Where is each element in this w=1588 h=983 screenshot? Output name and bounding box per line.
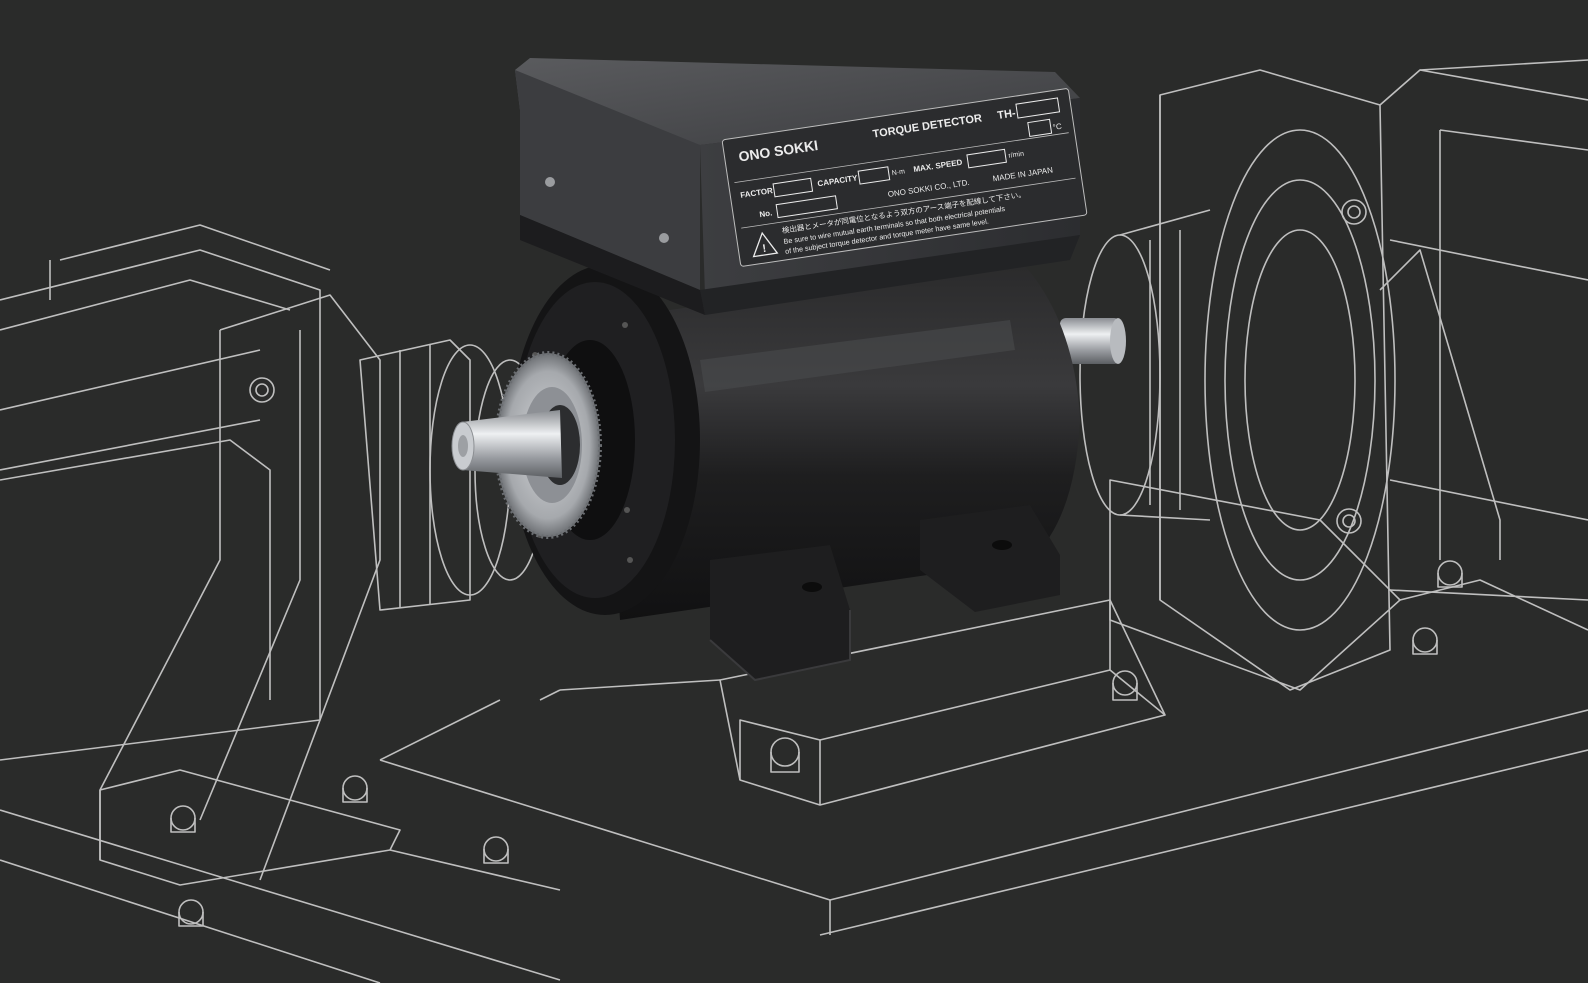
nameplate-capacity-unit: N·m: [891, 168, 905, 177]
factor-field: [772, 177, 814, 198]
test-bench-outline: [0, 59, 1588, 983]
nameplate-degree-unit: °C: [1052, 122, 1062, 132]
nameplate-serial-label: No.: [759, 208, 773, 219]
nameplate-speed-unit: r/min: [1008, 151, 1025, 160]
nameplate-model-prefix: TH-: [997, 107, 1017, 122]
torque-detector: ONO SOKKI TORQUE DETECTOR TH- °C FACTOR …: [451, 58, 1126, 682]
serial-field: [775, 195, 838, 219]
mounting-feet: [709, 505, 1060, 682]
temperature-field: [1027, 118, 1053, 138]
svg-text:!: !: [762, 243, 767, 255]
warning-icon: !: [752, 231, 779, 258]
right-shaft: [1060, 318, 1126, 364]
nameplate: ONO SOKKI TORQUE DETECTOR TH- °C FACTOR …: [721, 88, 1088, 267]
model-field: [1015, 97, 1061, 119]
speed-field: [966, 148, 1007, 169]
front-shaft: [451, 410, 562, 478]
capacity-field: [857, 166, 891, 185]
